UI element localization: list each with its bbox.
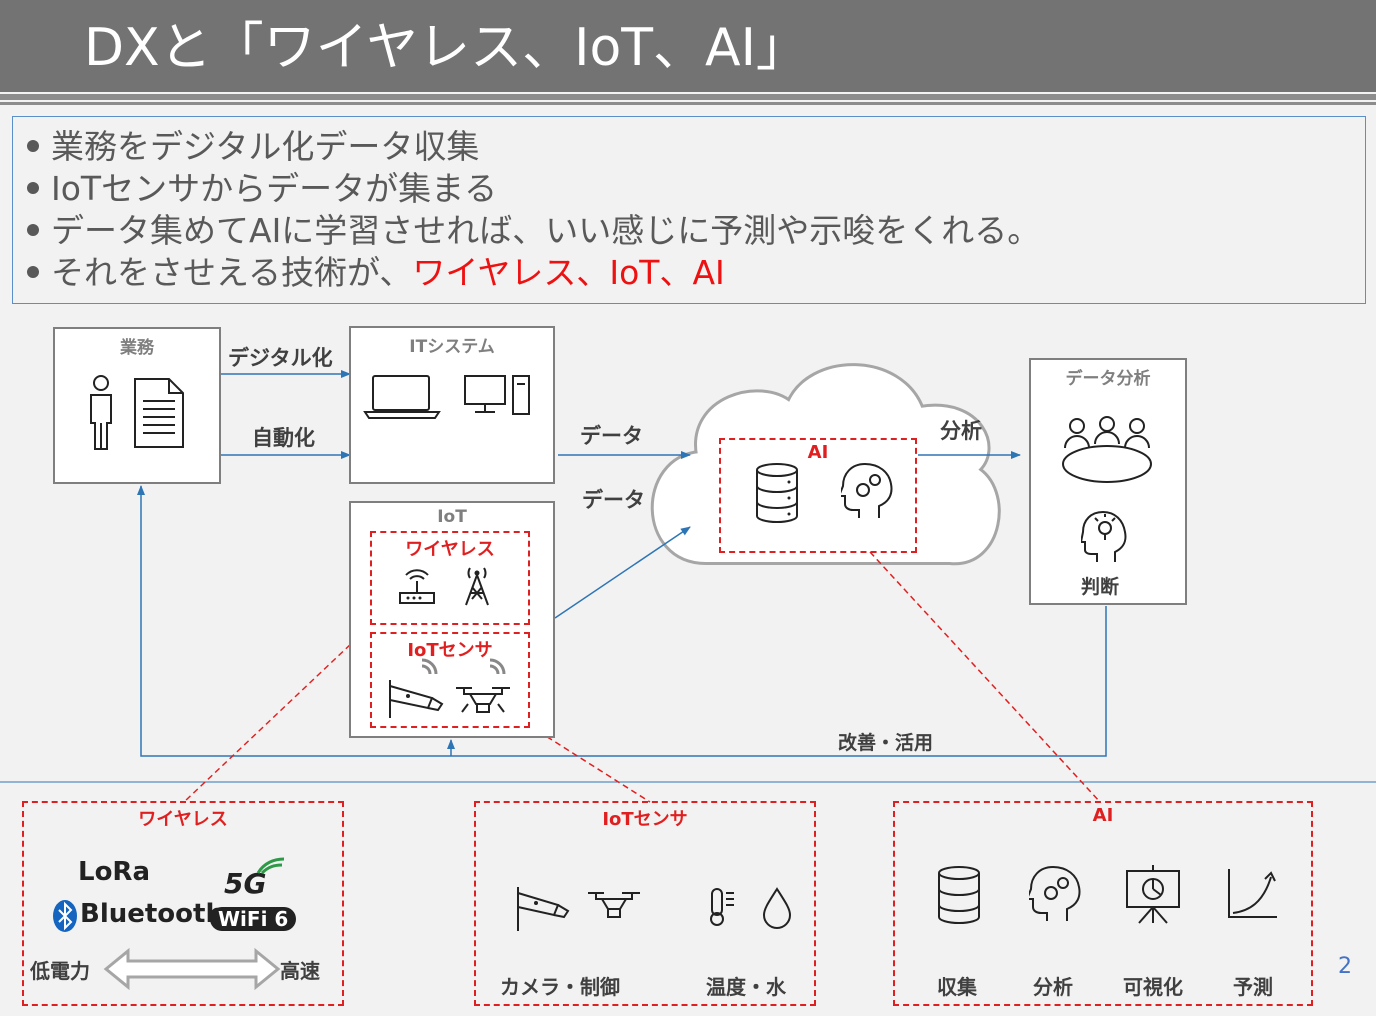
bullet-highlight: ワイヤレス、IoT、AI	[412, 253, 725, 292]
head-gears-icon	[841, 462, 893, 518]
connector-wireless	[183, 623, 373, 803]
drone-icon	[456, 658, 510, 713]
5g-waves-icon	[256, 857, 285, 875]
ai-title: AI	[807, 442, 829, 463]
bullet-item: IoTセンサからデータが集まる	[27, 169, 497, 209]
bullet-item: データ集めてAIに学習させれば、いい感じに予測や示唆をくれる。	[27, 211, 1040, 251]
label-data: データ	[580, 424, 643, 448]
data-analysis-title: データ分析	[1065, 369, 1151, 389]
bullet-box: 業務をデジタル化データ収集 IoTセンサからデータが集まる データ集めてAIに学…	[12, 116, 1366, 304]
router-icon	[399, 569, 435, 604]
bottom-wireless-box: ワイヤレス LoRa 5G Bluetooth WiFi 6 低電力 高速	[22, 801, 344, 1006]
it-system-title: ITシステム	[409, 337, 495, 357]
iot-sensor-group: IoTセンサ	[370, 632, 530, 728]
it-system-box: ITシステム	[349, 326, 555, 484]
bullet-text: IoTセンサからデータが集まる	[51, 169, 498, 208]
meeting-icon	[1062, 416, 1152, 483]
thermometer-icon	[710, 888, 734, 926]
person-icon	[90, 375, 112, 450]
bullet-dot	[27, 223, 39, 236]
label-improve: 改善・活用	[838, 732, 934, 754]
wireless-group: ワイヤレス	[370, 531, 530, 625]
low-power-label: 低電力	[30, 959, 90, 983]
bottom-ai-title: AI	[1092, 805, 1114, 826]
title-bar	[0, 0, 1376, 92]
security-camera-icon	[389, 658, 444, 718]
connector-iot	[529, 725, 651, 803]
desktop-icon	[464, 375, 530, 415]
page-number: 2	[1338, 954, 1352, 979]
document-icon	[134, 378, 184, 448]
bullet-text: 業務をデジタル化データ収集	[51, 127, 480, 166]
wifi6-logo: WiFi 6	[210, 907, 297, 931]
antenna-tower-icon	[465, 567, 489, 606]
connector-ai	[869, 551, 1101, 803]
title-divider	[0, 102, 1376, 105]
cloud-shape	[650, 363, 1001, 566]
double-arrow-icon	[103, 947, 281, 991]
bullet-dot	[27, 265, 39, 278]
head-gears-icon	[1029, 865, 1081, 921]
ai-collect-label: 収集	[937, 975, 977, 999]
bottom-ai-box: AI 収集 分析 可視化 予測	[893, 801, 1313, 1006]
bluetooth-icon	[53, 900, 77, 932]
presentation-chart-icon	[1126, 865, 1180, 924]
database-icon	[938, 866, 980, 924]
lora-logo: LoRa	[78, 857, 150, 887]
water-drop-icon	[762, 887, 792, 929]
label-analysis: 分析	[940, 419, 982, 443]
label-automate: 自動化	[252, 426, 315, 450]
arrow-feedback	[137, 485, 1107, 757]
bullet-item: 業務をデジタル化データ収集	[27, 127, 479, 167]
ai-predict-label: 予測	[1233, 975, 1273, 999]
gyomu-title: 業務	[120, 338, 154, 358]
ai-visualize-label: 可視化	[1123, 975, 1183, 999]
label-digitalize: デジタル化	[228, 346, 333, 370]
bottom-iot-box: IoTセンサ カメラ・制御 温度・水	[474, 801, 816, 1006]
title-divider	[0, 94, 1376, 100]
bullet-item: それをさせえる技術が、ワイヤレス、IoT、AI	[27, 253, 725, 293]
bullet-dot	[27, 181, 39, 194]
database-icon	[756, 463, 798, 523]
bottom-iot-title: IoTセンサ	[602, 809, 688, 830]
judgement-label: 判断	[1081, 576, 1120, 598]
temp-water-label: 温度・水	[706, 975, 786, 999]
security-camera-icon	[517, 887, 570, 931]
laptop-icon	[363, 375, 441, 419]
iot-box: IoT	[349, 501, 555, 738]
high-speed-label: 高速	[280, 959, 320, 983]
wireless-title: ワイヤレス	[405, 539, 495, 560]
data-analysis-box: データ分析 判断	[1029, 358, 1187, 605]
bullet-text: データ集めてAIに学習させれば、いい感じに予測や示唆をくれる。	[51, 211, 1041, 250]
bullet-dot	[27, 139, 39, 152]
drone-icon	[588, 892, 640, 918]
ai-group: AI	[719, 438, 917, 553]
gyomu-box: 業務	[53, 327, 221, 484]
page-title: DXと「ワイヤレス、IoT、AI」	[84, 18, 808, 78]
bullet-text: それをさせえる技術が、	[51, 253, 413, 292]
growth-curve-icon	[1228, 869, 1277, 918]
bluetooth-logo: Bluetooth	[80, 899, 224, 929]
iot-sensor-title: IoTセンサ	[407, 640, 493, 661]
label-data: データ	[582, 488, 645, 512]
camera-control-label: カメラ・制御	[500, 975, 620, 999]
head-idea-icon	[1081, 510, 1127, 562]
bottom-wireless-title: ワイヤレス	[138, 809, 228, 830]
ai-analyze-label: 分析	[1033, 975, 1073, 999]
iot-title: IoT	[437, 507, 467, 527]
arrow-data	[554, 526, 691, 619]
